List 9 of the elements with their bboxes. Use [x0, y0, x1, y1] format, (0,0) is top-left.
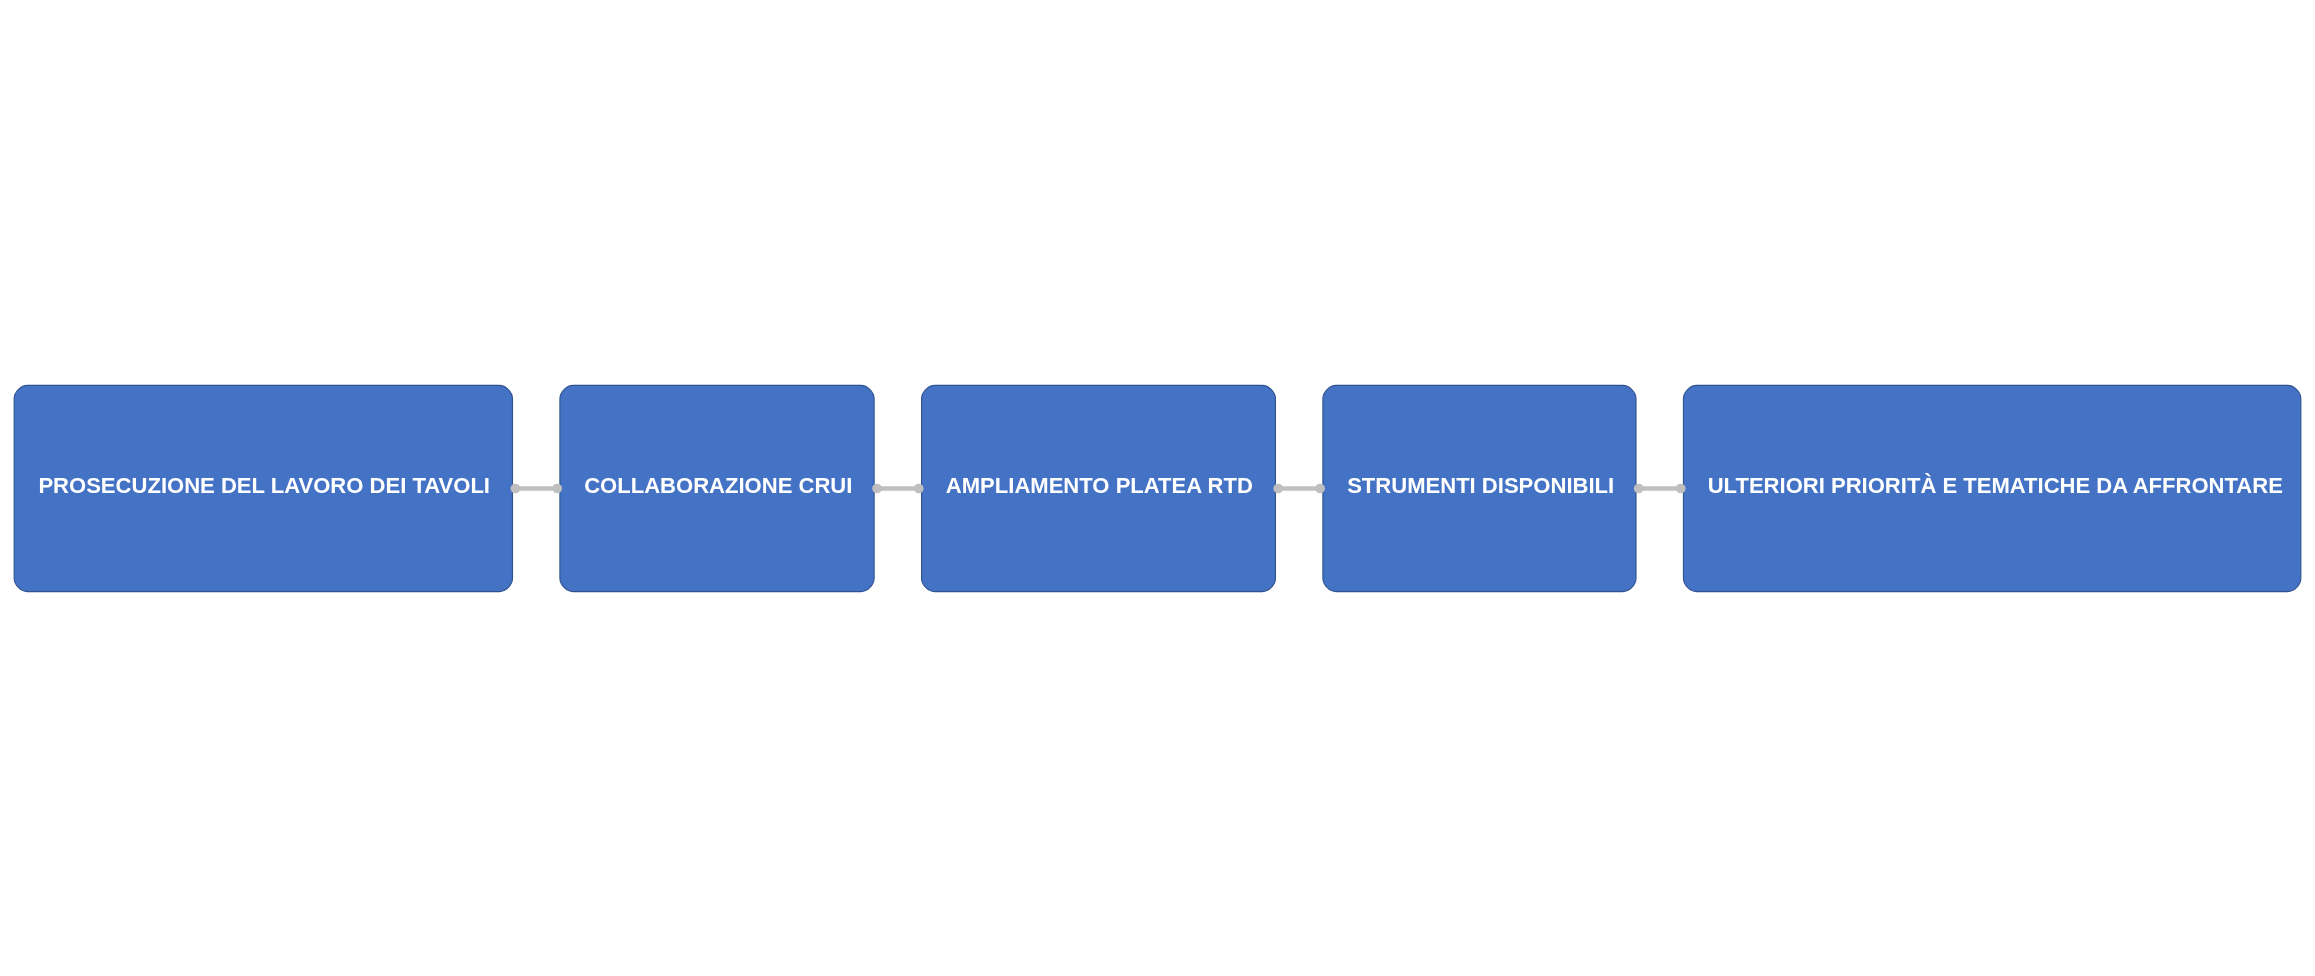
- node-box: ULTERIORI PRIORITÀ E TEMATICHE DA AFFRONTARE: [1682, 384, 2302, 592]
- connector: [1633, 483, 1686, 493]
- connector: [510, 483, 563, 493]
- connector: [872, 483, 924, 493]
- node-box: PROSECUZIONE DEL LAVORO DEI TAVOLI: [13, 384, 514, 592]
- node-box: AMPLIAMENTO PLATEA RTD: [921, 384, 1276, 592]
- node-box: STRUMENTI DISPONIBILI: [1322, 384, 1637, 592]
- node-box: COLLABORAZIONE CRUI: [559, 384, 875, 592]
- connector: [1273, 483, 1325, 493]
